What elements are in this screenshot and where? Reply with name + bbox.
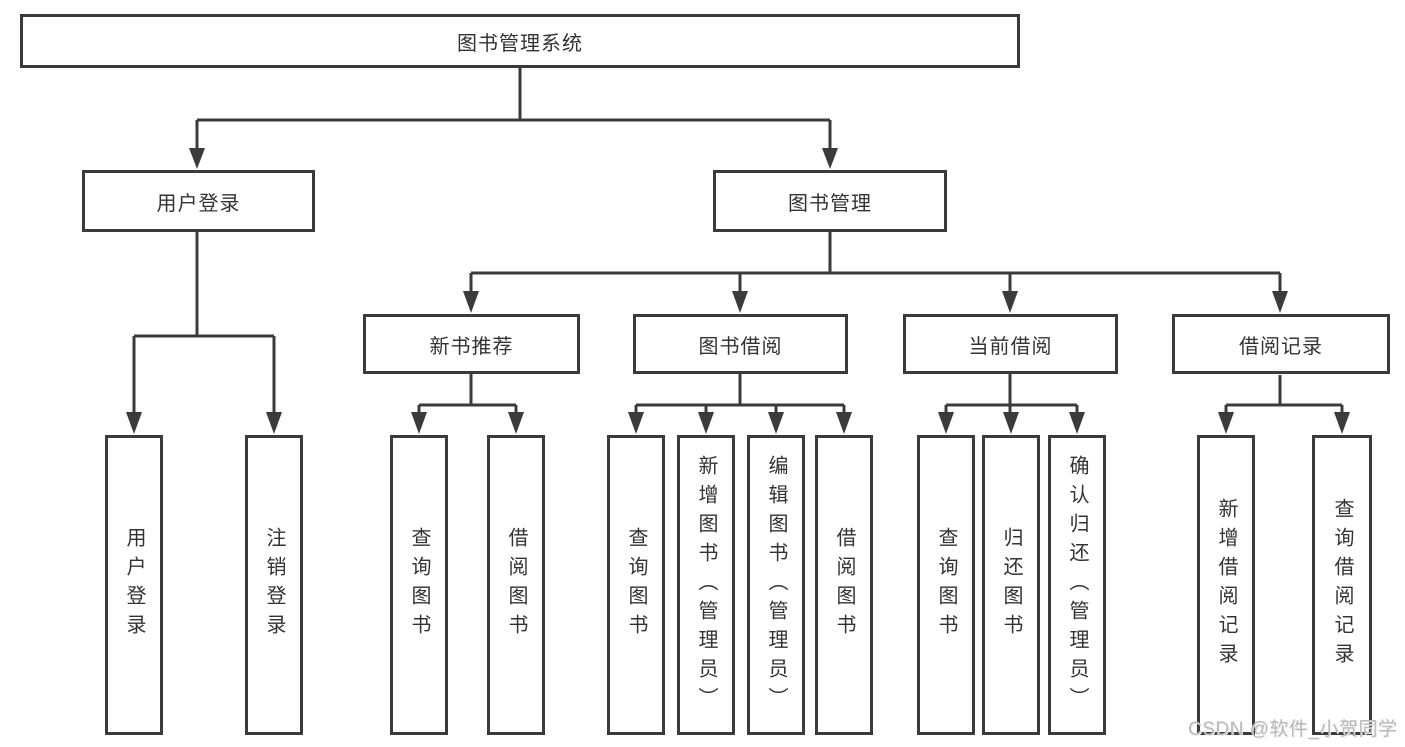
connector-new-book-children [411,374,524,434]
node-new-book-recommend: 新书推荐 [363,314,580,374]
node-label: 注销登录 [263,527,285,643]
node-label: 查询借阅记录 [1331,498,1353,672]
node-logout: 注销登录 [245,435,303,735]
node-label: 确认归还（管理员） [1066,454,1088,716]
node-root: 图书管理系统 [20,14,1020,68]
node-user-login-leaf: 用户登录 [105,435,163,735]
node-label: 新增借阅记录 [1215,498,1237,672]
node-query-books-borrow: 查询图书 [607,435,665,735]
node-confirm-return-admin: 确认归还（管理员） [1048,435,1106,735]
node-label: 借阅图书 [505,527,527,643]
node-query-borrow-record: 查询借阅记录 [1312,435,1372,735]
node-label: 用户登录 [156,192,241,215]
node-user-login: 用户登录 [82,170,315,232]
node-add-borrow-record: 新增借阅记录 [1197,435,1255,735]
node-label: 新增图书（管理员） [695,454,717,716]
node-label: 查询图书 [935,527,957,643]
connector-user-login-children [126,232,282,434]
node-edit-book-admin: 编辑图书（管理员） [747,435,805,735]
node-borrow-records: 借阅记录 [1172,314,1390,374]
node-borrow-books-borrow: 借阅图书 [815,435,873,735]
connector-borrow-records-children [1218,375,1350,434]
connector-book-borrow-children [628,374,852,434]
node-book-borrow: 图书借阅 [633,314,848,374]
node-add-book-admin: 新增图书（管理员） [677,435,735,735]
node-label: 用户登录 [123,527,145,643]
node-label: 借阅记录 [1239,335,1323,358]
connector-book-management-children [463,232,1288,313]
node-label: 编辑图书（管理员） [765,454,787,716]
node-label: 借阅图书 [833,527,855,643]
node-label: 查询图书 [625,527,647,643]
node-label: 图书借阅 [698,335,783,358]
node-borrow-books-recommend: 借阅图书 [487,435,545,735]
connector-root-to-level2 [189,68,838,169]
node-book-management: 图书管理 [713,170,947,232]
watermark: CSDN @软件_小贺同学 [1188,719,1398,740]
node-label: 新书推荐 [429,335,514,358]
node-label: 图书管理系统 [457,32,583,55]
node-query-books-current: 查询图书 [917,435,975,735]
node-label: 当前借阅 [968,335,1053,358]
node-label: 查询图书 [408,527,430,643]
node-return-book: 归还图书 [982,435,1040,735]
node-query-books-recommend: 查询图书 [390,435,448,735]
node-label: 归还图书 [1000,527,1022,643]
node-label: 图书管理 [788,192,872,215]
connector-current-borrow-children [938,374,1085,434]
node-current-borrow: 当前借阅 [903,314,1118,374]
